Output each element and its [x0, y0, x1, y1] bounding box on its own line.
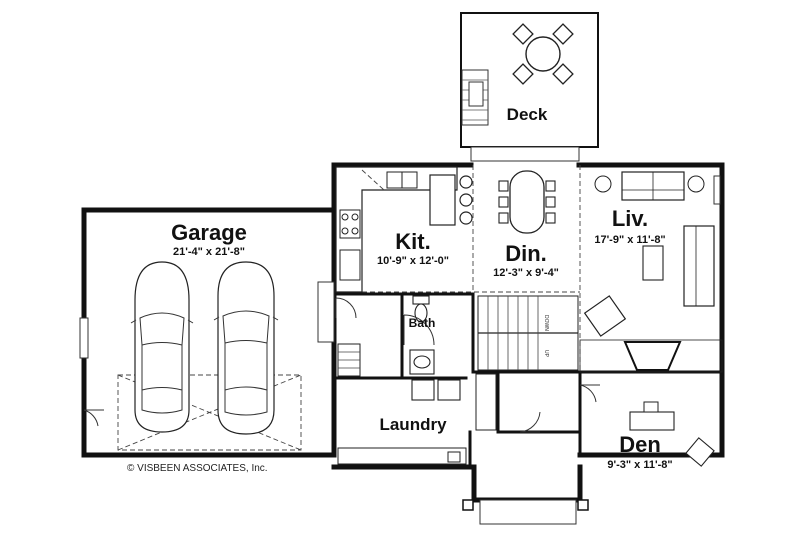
garage-entry-door	[335, 297, 357, 319]
laundry-window	[317, 281, 335, 343]
toilet	[412, 295, 430, 323]
kitchen-sink	[386, 171, 418, 189]
stairs: DOWN UP	[477, 295, 579, 371]
kitchen-fridge	[339, 249, 361, 281]
garage-dims: 21'-4" x 21'-8"	[173, 246, 245, 258]
bath-label: Bath	[409, 316, 436, 330]
foyer	[462, 373, 600, 525]
deck-chairs	[512, 23, 574, 85]
deck-bench	[468, 81, 484, 107]
entry-porch	[479, 499, 577, 525]
car-right	[213, 261, 279, 435]
deck-table	[525, 36, 561, 72]
den-armchair	[685, 437, 715, 467]
dining: Din. 12'-3" x 9'-4"	[493, 170, 559, 279]
den: Den 9'-3" x 11'-8"	[607, 401, 715, 471]
dining-table	[509, 170, 545, 234]
laundry-sink	[447, 451, 461, 463]
copyright-text: © VISBEEN ASSOCIATES, Inc.	[127, 463, 268, 474]
garage-label: Garage	[171, 220, 247, 245]
deck-landing	[470, 146, 580, 162]
den-desk	[629, 411, 675, 431]
garage-door-swing	[117, 374, 302, 451]
den-label: Den	[619, 432, 661, 457]
stair-up-label: UP	[543, 350, 549, 358]
living-room: Liv. 17'-9" x 11'-8"	[579, 171, 723, 373]
garage-side-door	[83, 409, 104, 427]
kitchen-range	[339, 209, 361, 239]
den-chair	[643, 401, 659, 413]
kitchen: Kit. 10'-9" x 12'-0"	[335, 166, 473, 293]
coffee-table	[642, 245, 664, 281]
living-label: Liv.	[612, 206, 648, 231]
fireplace	[623, 341, 682, 371]
dining-dims: 12'-3" x 9'-4"	[493, 267, 559, 279]
den-dims: 9'-3" x 11'-8"	[607, 459, 672, 471]
dining-label: Din.	[505, 241, 547, 266]
car-left	[130, 261, 194, 433]
bar-stools	[459, 175, 473, 225]
deck: Deck	[460, 12, 599, 162]
coat-closet	[475, 373, 497, 431]
dining-chairs	[498, 180, 556, 224]
living-window	[713, 175, 721, 205]
armchair	[583, 295, 627, 337]
front-door	[519, 411, 541, 433]
living-end-tables	[594, 175, 705, 193]
laundry: Laundry	[317, 281, 467, 465]
garage: Garage 21'-4" x 21'-8" © VISBEEN ASSOCIA…	[79, 220, 302, 474]
garage-window	[79, 317, 89, 359]
den-door	[579, 384, 600, 403]
vanity-sink	[409, 349, 435, 375]
laundry-counter	[337, 447, 467, 465]
washer-dryer	[411, 379, 461, 401]
living-dims: 17'-9" x 11'-8"	[594, 234, 665, 246]
stair-treads	[487, 296, 539, 370]
kitchen-island	[429, 174, 456, 226]
bath-door	[403, 314, 435, 346]
living-sofa-right	[683, 225, 715, 307]
deck-label: Deck	[507, 105, 548, 124]
laundry-label: Laundry	[379, 415, 447, 434]
kitchen-dims: 10'-9" x 12'-0"	[377, 255, 449, 267]
stair-down-label: DOWN	[543, 315, 549, 331]
bath: Bath	[403, 295, 436, 375]
fireplace-hearth	[579, 339, 723, 373]
kitchen-label: Kit.	[395, 229, 430, 254]
